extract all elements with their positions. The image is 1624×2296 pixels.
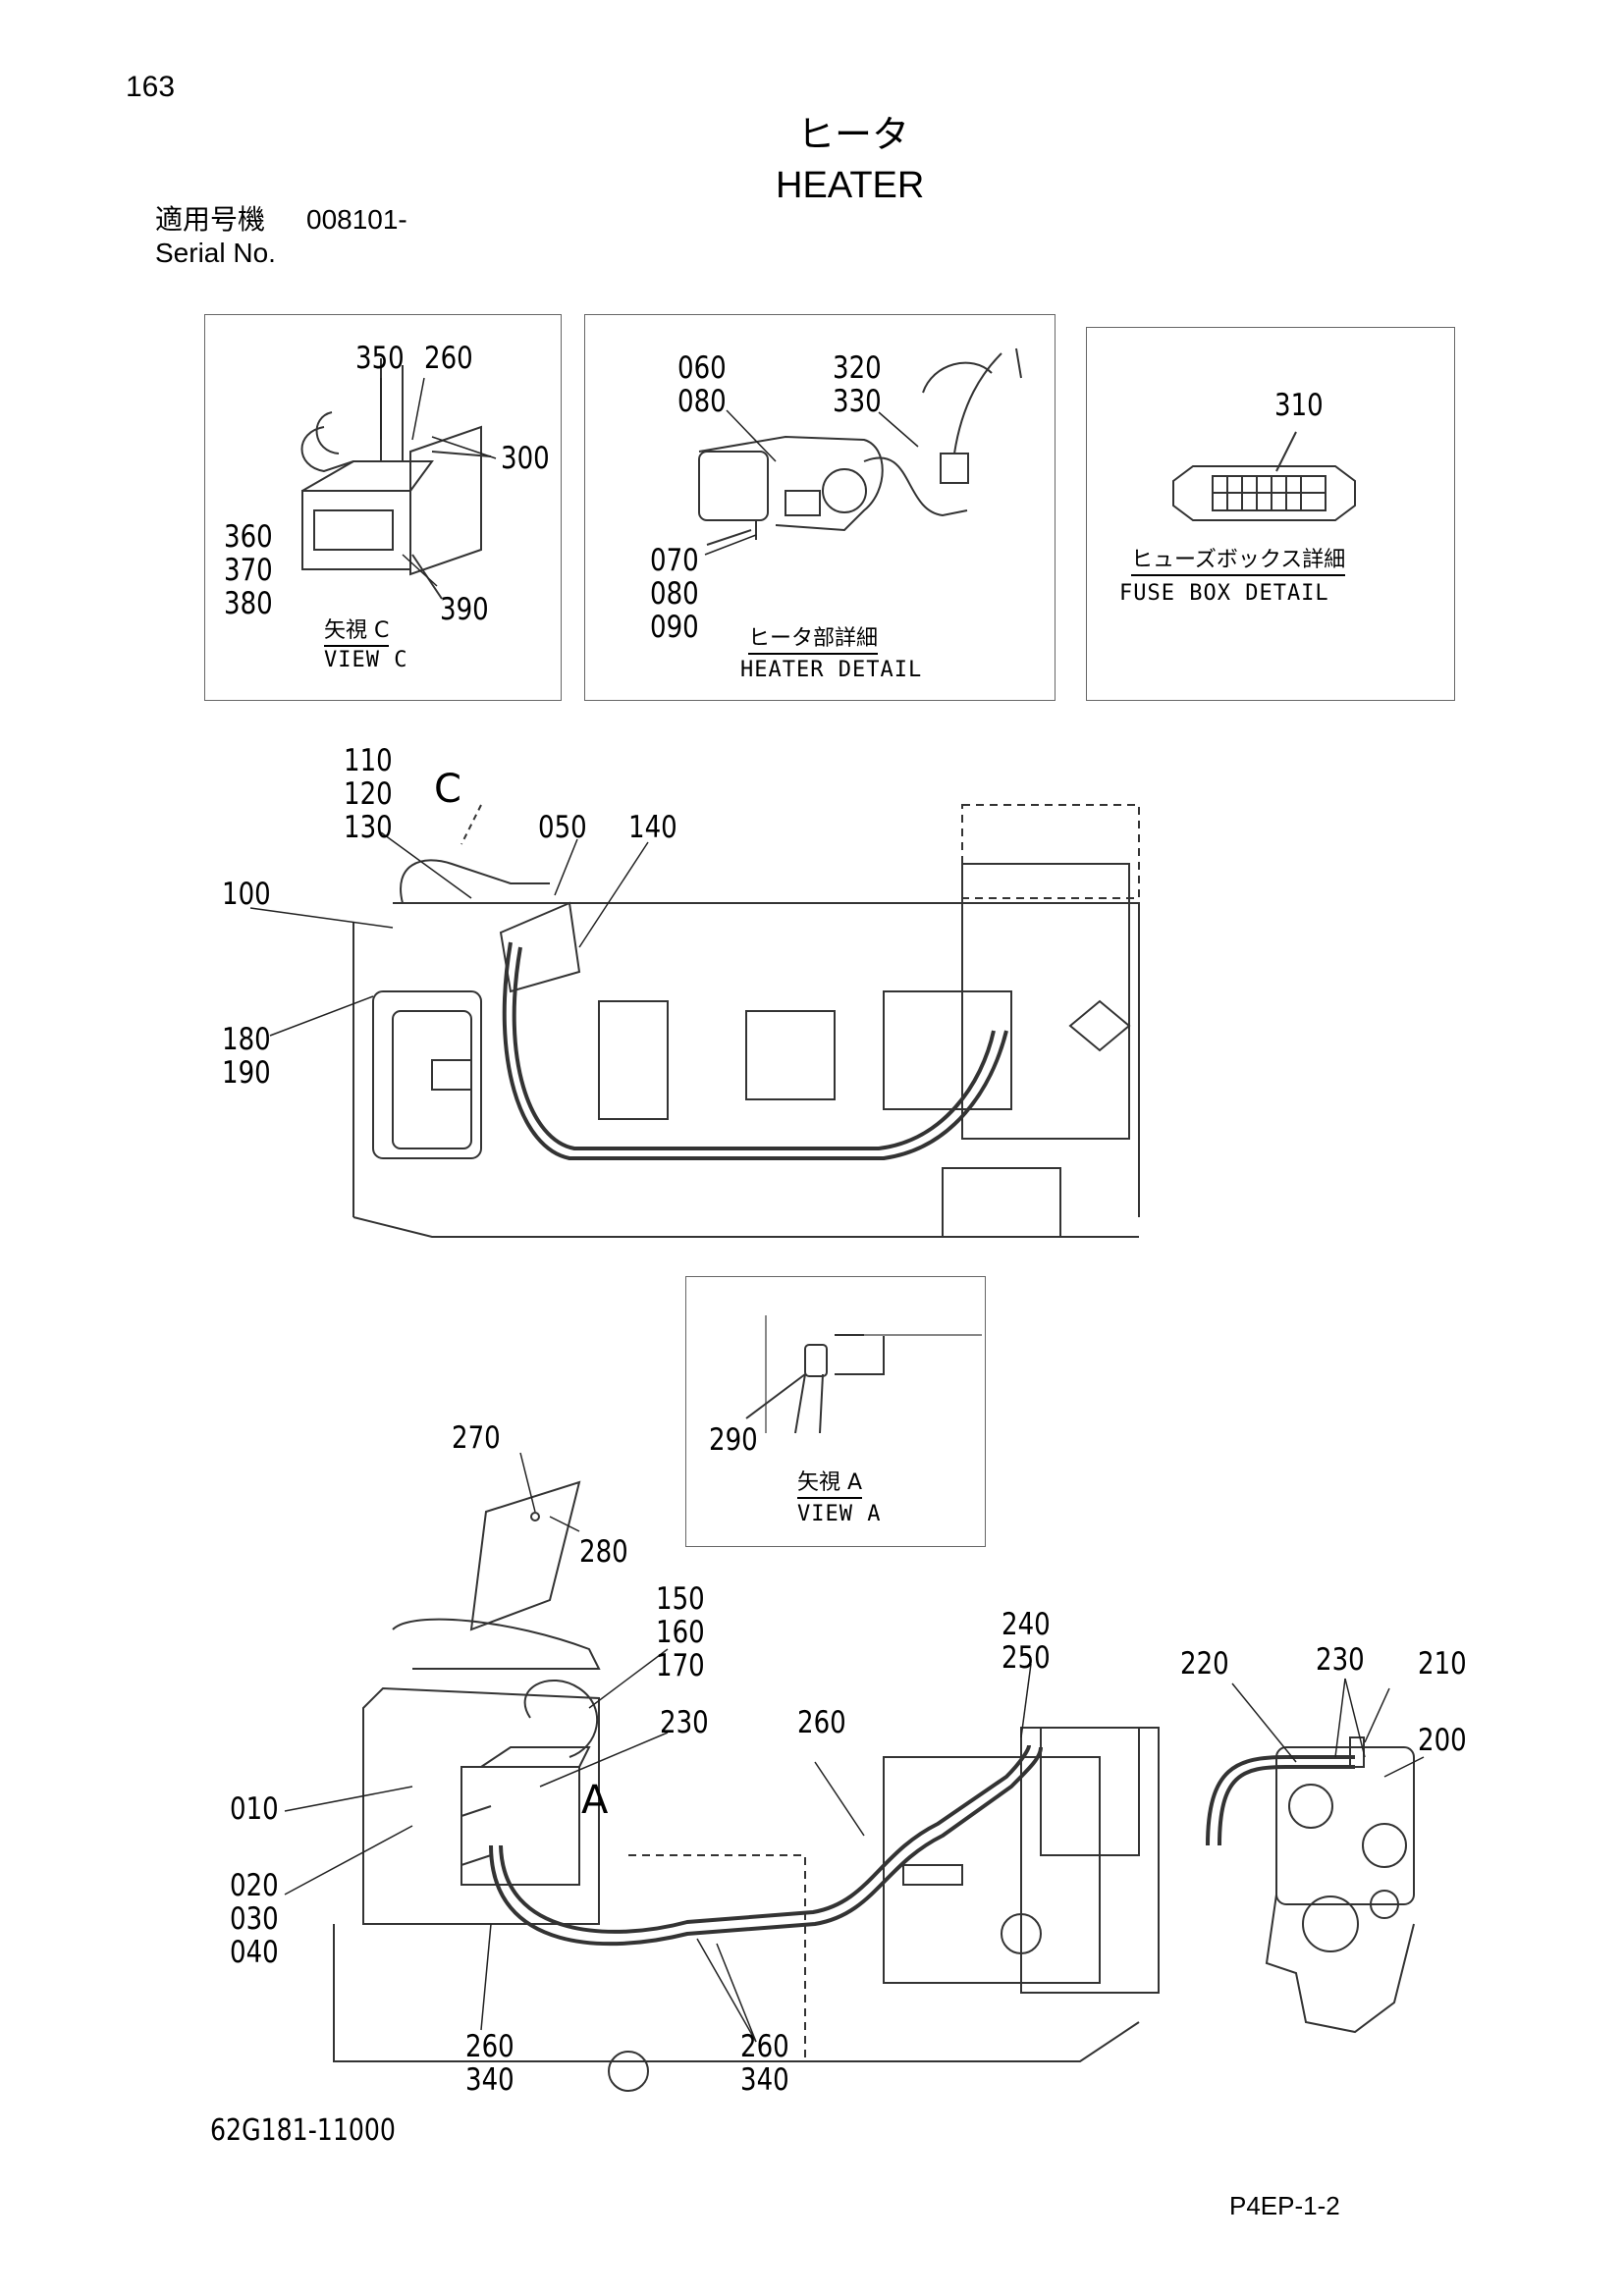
fuse-box-drawing (1172, 431, 1356, 521)
main-view-machine-drawing (333, 1480, 1160, 2092)
part-label-340-lower-right: 340 (740, 2062, 789, 2098)
part-label-080-lower: 080 (650, 576, 699, 612)
part-label-310: 310 (1274, 388, 1324, 423)
view-c-marker: C (434, 767, 461, 812)
part-label-160: 160 (656, 1615, 705, 1650)
heater-detail-caption-english: HEATER DETAIL (740, 658, 923, 682)
view-a-caption-japanese: 矢視 A (797, 1470, 863, 1499)
serial-value: 008101- (306, 204, 407, 235)
part-label-250: 250 (1001, 1640, 1051, 1676)
part-label-320: 320 (833, 350, 882, 386)
part-label-260: 260 (424, 341, 473, 376)
view-a-marker: A (581, 1778, 609, 1823)
view-c-caption-japanese: 矢視 C (324, 618, 390, 647)
part-label-170: 170 (656, 1648, 705, 1683)
fuse-box-caption-japanese: ヒューズボックス詳細 (1131, 548, 1346, 576)
part-label-230-side: 230 (1316, 1642, 1365, 1678)
part-label-050: 050 (538, 810, 587, 845)
side-view-engine-drawing (1206, 1736, 1415, 2034)
part-label-360: 360 (224, 519, 273, 555)
part-label-260-lower-left: 260 (465, 2029, 514, 2064)
part-label-120: 120 (344, 776, 393, 812)
part-label-270: 270 (452, 1420, 501, 1456)
part-label-380: 380 (224, 586, 273, 621)
part-label-390: 390 (440, 592, 489, 627)
part-label-190: 190 (222, 1055, 271, 1091)
heater-detail-caption-japanese: ヒータ部詳細 (748, 626, 879, 655)
part-label-010: 010 (230, 1791, 279, 1827)
part-label-100: 100 (222, 877, 271, 912)
part-label-330: 330 (833, 384, 882, 419)
part-label-130: 130 (344, 810, 393, 845)
view-c-caption-english: VIEW C (324, 648, 408, 672)
drawing-number: 62G181-11000 (210, 2113, 396, 2148)
title-english: HEATER (776, 165, 925, 206)
view-a-caption-english: VIEW A (797, 1502, 882, 1526)
part-label-180: 180 (222, 1022, 271, 1057)
fuse-box-caption-english: FUSE BOX DETAIL (1119, 581, 1329, 606)
leader-lines (249, 377, 1425, 2043)
serial-label-english: Serial No. (155, 238, 276, 268)
page-number: 163 (126, 71, 176, 103)
top-view-machine-drawing (352, 804, 1140, 1238)
part-label-030: 030 (230, 1901, 279, 1937)
part-label-290: 290 (709, 1422, 758, 1458)
part-label-040: 040 (230, 1935, 279, 1970)
part-label-340-lower-left: 340 (465, 2062, 514, 2098)
part-label-370: 370 (224, 553, 273, 588)
part-label-210: 210 (1418, 1646, 1467, 1682)
view-c-heater-drawing (300, 358, 492, 600)
heater-detail-drawing (698, 347, 1022, 546)
view-c-caption-japanese-text: 矢視 C (324, 618, 390, 647)
part-label-240: 240 (1001, 1607, 1051, 1642)
part-label-150: 150 (656, 1581, 705, 1617)
page-reference: P4EP-1-2 (1229, 2191, 1340, 2220)
fuse-box-detail-panel (1086, 327, 1455, 701)
part-label-140: 140 (628, 810, 677, 845)
part-label-280: 280 (579, 1534, 628, 1570)
part-label-070: 070 (650, 543, 699, 578)
part-label-110: 110 (344, 743, 393, 778)
part-label-080: 080 (677, 384, 727, 419)
part-label-090: 090 (650, 610, 699, 645)
view-a-panel (685, 1276, 986, 1547)
title-japanese: ヒータ (797, 113, 910, 156)
view-a-caption-japanese-text: 矢視 A (797, 1470, 863, 1499)
serial-label-japanese: 適用号機 (155, 203, 266, 236)
part-label-020: 020 (230, 1868, 279, 1903)
heater-detail-caption-japanese-text: ヒータ部詳細 (748, 626, 879, 655)
part-label-260-main: 260 (797, 1705, 846, 1740)
part-label-230: 230 (660, 1705, 709, 1740)
part-label-220: 220 (1180, 1646, 1229, 1682)
part-label-300: 300 (501, 441, 550, 476)
view-a-drawing (745, 1315, 982, 1434)
part-label-350: 350 (355, 341, 405, 376)
part-label-260-lower-right: 260 (740, 2029, 789, 2064)
part-label-060: 060 (677, 350, 727, 386)
fuse-box-caption-japanese-text: ヒューズボックス詳細 (1131, 548, 1346, 576)
heater-detail-panel (584, 314, 1056, 701)
view-c-panel (204, 314, 562, 701)
part-label-200: 200 (1418, 1723, 1467, 1758)
